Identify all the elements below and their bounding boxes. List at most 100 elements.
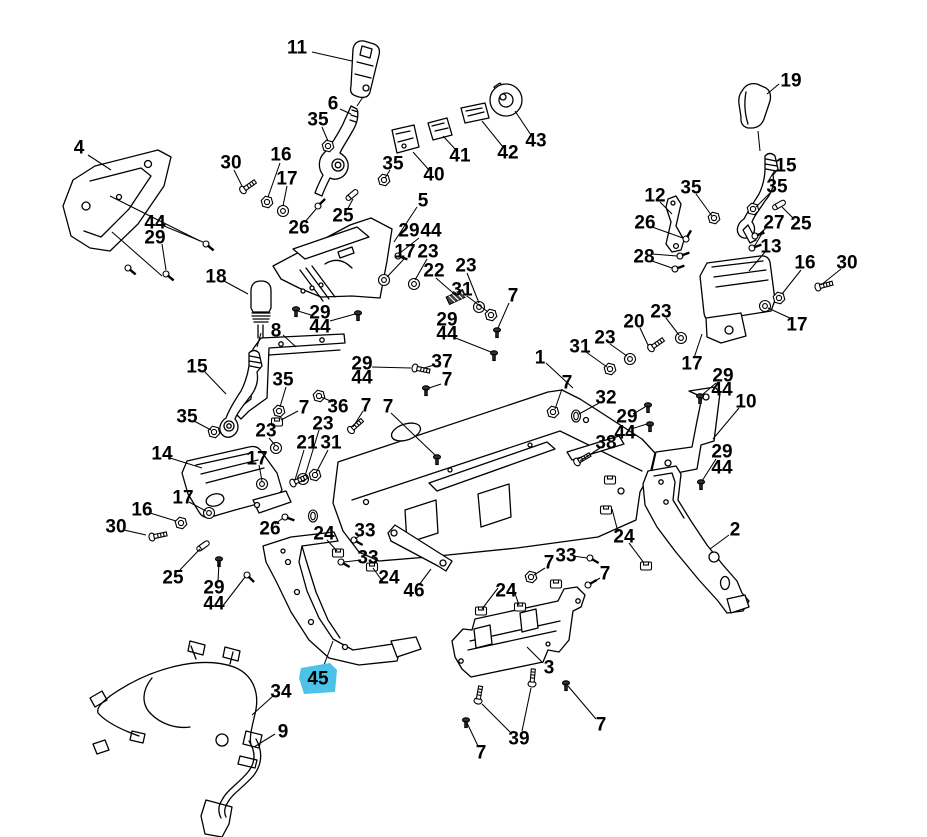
leader-line [767, 307, 793, 320]
part-label-35: 35 [680, 178, 702, 199]
part-label-7: 7 [600, 564, 611, 585]
nut-icon [308, 468, 322, 482]
leader-line [371, 366, 412, 369]
part-40-switch-hole [401, 143, 407, 149]
part-label-7: 7 [544, 553, 555, 574]
part-label-19: 19 [780, 71, 801, 92]
washer-icon [276, 204, 290, 218]
part-label-44: 44 [351, 368, 373, 389]
part-4-side-plate-hole [81, 201, 91, 211]
part-label-26: 26 [288, 218, 309, 239]
nut-icon [772, 291, 786, 305]
leader-line [572, 555, 588, 559]
part-9-tube [200, 730, 263, 837]
assembly-line [256, 332, 262, 348]
part-8-bracket-hole [319, 337, 325, 343]
part-label-8: 8 [271, 321, 282, 342]
part-11-grip [349, 40, 381, 99]
part-label-17: 17 [172, 488, 193, 509]
leader-line [659, 201, 673, 215]
leader-line [251, 695, 274, 716]
part-label-32: 32 [595, 388, 616, 409]
part-label-7: 7 [596, 715, 607, 736]
leader-line [709, 534, 730, 550]
part-40-switch-path [397, 137, 414, 143]
part-label-14: 14 [151, 444, 173, 465]
part-34-harness-path [187, 640, 206, 656]
part-label-36: 36 [327, 397, 348, 418]
part-label-35: 35 [766, 177, 788, 198]
part-45-bracket-hole [284, 558, 292, 566]
leader-line [87, 154, 112, 171]
part-label-16: 16 [131, 500, 152, 521]
pin-icon [561, 680, 571, 692]
part-5-console-path [305, 267, 330, 300]
part-5-console-path [337, 246, 355, 259]
washer-icon [202, 506, 216, 520]
part-2-bracket-hole [663, 499, 669, 505]
nut-icon [603, 362, 617, 376]
part-label-13: 13 [760, 237, 781, 258]
part-41-connector [427, 117, 453, 141]
part-3-rail-hole [575, 598, 581, 604]
part-13-pedal [699, 255, 776, 344]
part-15-lever-left-path [248, 360, 262, 364]
part-label-33: 33 [555, 546, 576, 567]
leader-line [393, 206, 418, 243]
assembly-line [356, 96, 364, 107]
part-13-pedal-path [715, 279, 769, 288]
leader-line [279, 386, 287, 408]
part-5-console-path [292, 226, 370, 260]
nut-icon [746, 202, 760, 216]
part-45-bracket-path [262, 531, 401, 666]
nut-icon [524, 570, 538, 584]
leader-line [297, 310, 312, 316]
screw-icon [202, 240, 215, 252]
part-41-connector-path [434, 127, 449, 132]
part-19-grip [738, 83, 772, 129]
part-13-pedal-path [713, 269, 767, 278]
leader-line [386, 258, 405, 278]
part-9-tube-path [242, 730, 263, 749]
part-11-grip-path [359, 45, 373, 59]
leader-line [481, 120, 504, 148]
leader-line [354, 535, 360, 540]
leader-line [554, 388, 563, 410]
part-46-strap-path [387, 524, 453, 572]
part-label-33: 33 [354, 521, 375, 542]
part-6-lever-hole [334, 161, 342, 169]
bolt-icon [411, 363, 431, 374]
assembly-line [111, 231, 163, 277]
part-1-frame-path [566, 435, 625, 461]
bolt-icon [814, 280, 834, 292]
part-label-17: 17 [786, 315, 807, 336]
part-2-bracket [642, 465, 750, 614]
leader-line [311, 51, 353, 62]
part-14-pedal-path [200, 459, 259, 475]
leader-line [481, 703, 512, 734]
part-8-bracket-hole [278, 341, 284, 347]
leader-line [423, 364, 435, 369]
leader-line [651, 253, 678, 257]
leader-lines [87, 51, 842, 748]
part-34-harness-path [222, 646, 241, 662]
part-12-link-path [665, 195, 685, 253]
part-18-knob [250, 280, 272, 339]
part-label-2: 2 [730, 520, 741, 541]
part-label-15: 15 [775, 156, 797, 177]
leader-line [701, 458, 717, 482]
part-11-grip-hole [362, 84, 370, 92]
part-6-lever-path [350, 114, 358, 118]
assembly-line [109, 195, 201, 242]
screw-icon [124, 264, 137, 276]
part-label-44: 44 [711, 380, 733, 401]
pin-icon [695, 393, 705, 405]
part-label-26: 26 [634, 213, 655, 234]
leader-line [267, 162, 281, 198]
leader-line [233, 169, 243, 187]
leader-line [217, 561, 220, 583]
leader-line [665, 317, 680, 336]
part-label-45-highlighted[interactable]: 45 [307, 669, 329, 690]
part-45-bracket [262, 531, 422, 666]
highlighted-part-45-badge[interactable] [299, 663, 337, 694]
